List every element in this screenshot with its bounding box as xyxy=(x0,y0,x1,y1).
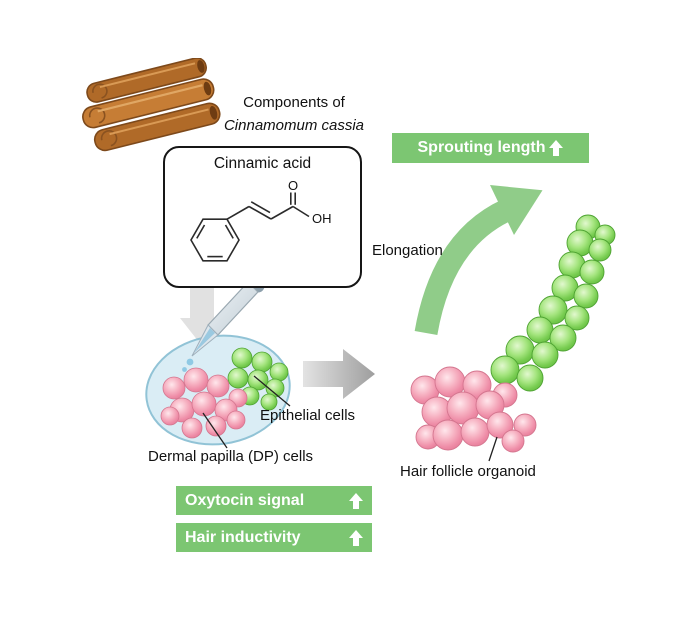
compound-title: Cinnamic acid xyxy=(213,155,312,172)
hair-inductivity-badge: Hair inductivity xyxy=(176,523,372,552)
hair-follicle-organoid xyxy=(410,214,616,453)
epithelial-cells-label: Epithelial cells xyxy=(260,407,356,424)
hair-inductivity-label: Hair inductivity xyxy=(185,528,301,546)
up-arrow-icon xyxy=(349,492,363,509)
atom-o-label: O xyxy=(288,178,298,193)
atom-oh-label: OH xyxy=(312,211,332,226)
dp-cell-core xyxy=(410,366,537,453)
elongation-label: Elongation xyxy=(372,242,443,259)
up-arrow-icon xyxy=(349,529,363,546)
curved-up-arrow-icon xyxy=(414,185,543,336)
source-caption: Components of Cinnamomum cassia xyxy=(214,92,374,137)
hair-follicle-organoid-label: Hair follicle organoid xyxy=(400,463,536,480)
components-line2: Cinnamomum cassia xyxy=(223,116,365,134)
components-line1: Components of xyxy=(243,94,345,111)
pipette-icon xyxy=(182,282,265,372)
epithelial-cell-column xyxy=(490,214,616,392)
cinnamon-sticks-icon xyxy=(82,58,221,152)
sprouting-length-badge: Sprouting length xyxy=(392,133,589,163)
compound-box: Cinnamic acid O OH xyxy=(163,146,362,288)
cinnamic-acid-structure: O OH xyxy=(190,178,332,262)
oxytocin-signal-label: Oxytocin signal xyxy=(185,491,305,509)
right-arrow-icon xyxy=(303,349,375,399)
sprouting-length-label: Sprouting length xyxy=(417,139,546,156)
up-arrow-icon xyxy=(549,140,564,156)
oxytocin-signal-badge: Oxytocin signal xyxy=(176,486,372,515)
dp-cells-label: Dermal papilla (DP) cells xyxy=(148,448,314,465)
